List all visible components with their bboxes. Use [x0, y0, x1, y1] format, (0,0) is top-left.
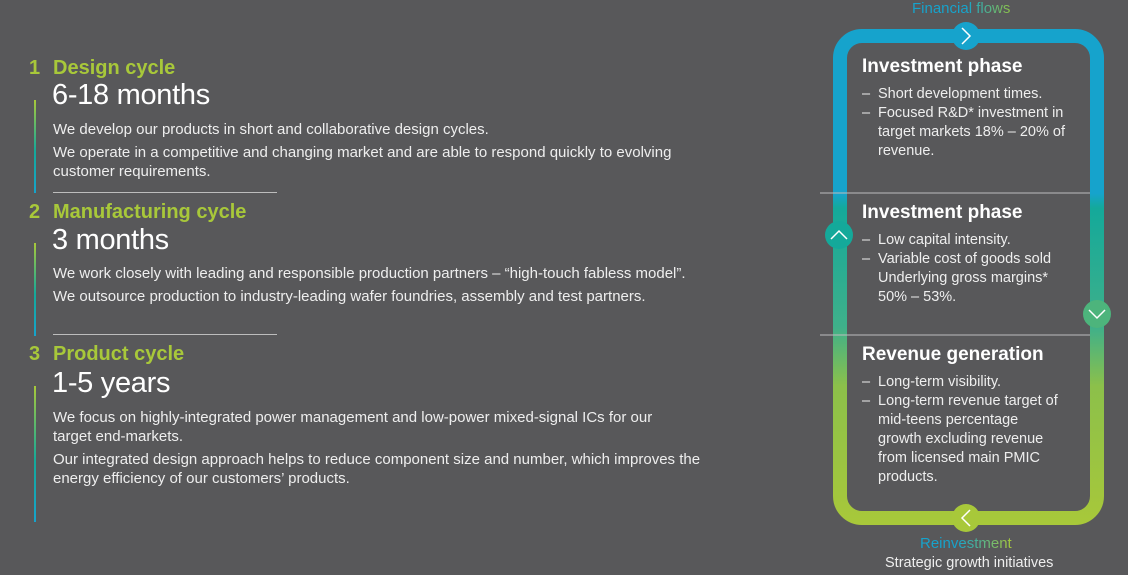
- phase-title: Revenue generation: [862, 344, 1044, 365]
- cycle-duration: 1-5 years: [52, 367, 171, 399]
- cycle-title: Product cycle: [53, 343, 185, 365]
- cycle-text: We develop our products in short and col…: [53, 121, 489, 138]
- cycle-number: 2: [29, 201, 41, 223]
- reinvestment-sublabel: Strategic growth initiatives: [885, 555, 1054, 571]
- reinvestment-label: Reinvestment: [920, 535, 1012, 552]
- phase-title: Investment phase: [862, 202, 1023, 223]
- phase-bullet: –Short development times.: [862, 86, 1043, 102]
- phase-title: Investment phase: [862, 56, 1023, 77]
- cycle-text: We focus on highly-integrated power mana…: [53, 409, 653, 445]
- cycle-text: We operate in a competitive and changing…: [53, 144, 672, 180]
- cycle-number: 3: [29, 343, 41, 365]
- chevron-left-icon: [952, 504, 980, 532]
- cycle-text: We outsource production to industry-lead…: [53, 288, 646, 305]
- chevron-down-icon: [1083, 300, 1111, 328]
- cycle-text: We work closely with leading and respons…: [53, 265, 686, 282]
- divider: [53, 334, 277, 335]
- phase-bullet: –Long-term visibility.: [862, 374, 1002, 390]
- chevron-right-icon: [952, 22, 980, 50]
- phase-bullet: –Focused R&D* investment in target marke…: [862, 105, 1065, 159]
- cycle-title: Design cycle: [53, 57, 176, 79]
- cycle-line: [34, 100, 36, 193]
- cycle-title: Manufacturing cycle: [53, 201, 247, 223]
- phase-bullet: –Long-term revenue target of mid-teens p…: [862, 393, 1058, 485]
- cycle-duration: 3 months: [52, 224, 169, 256]
- divider: [53, 192, 277, 193]
- phase-bullet: –Variable cost of goods sold Underlying …: [862, 251, 1052, 305]
- phase-bullet: –Low capital intensity.: [862, 232, 1011, 248]
- chevron-up-icon: [825, 221, 853, 249]
- cycle-line: [34, 386, 36, 522]
- cycle-duration: 6-18 months: [52, 79, 210, 111]
- cycle-number: 1: [29, 57, 41, 79]
- financial-flows-label: Financial flows: [912, 0, 1011, 17]
- cycle-text: Our integrated design approach helps to …: [53, 451, 701, 487]
- cycle-line: [34, 243, 36, 336]
